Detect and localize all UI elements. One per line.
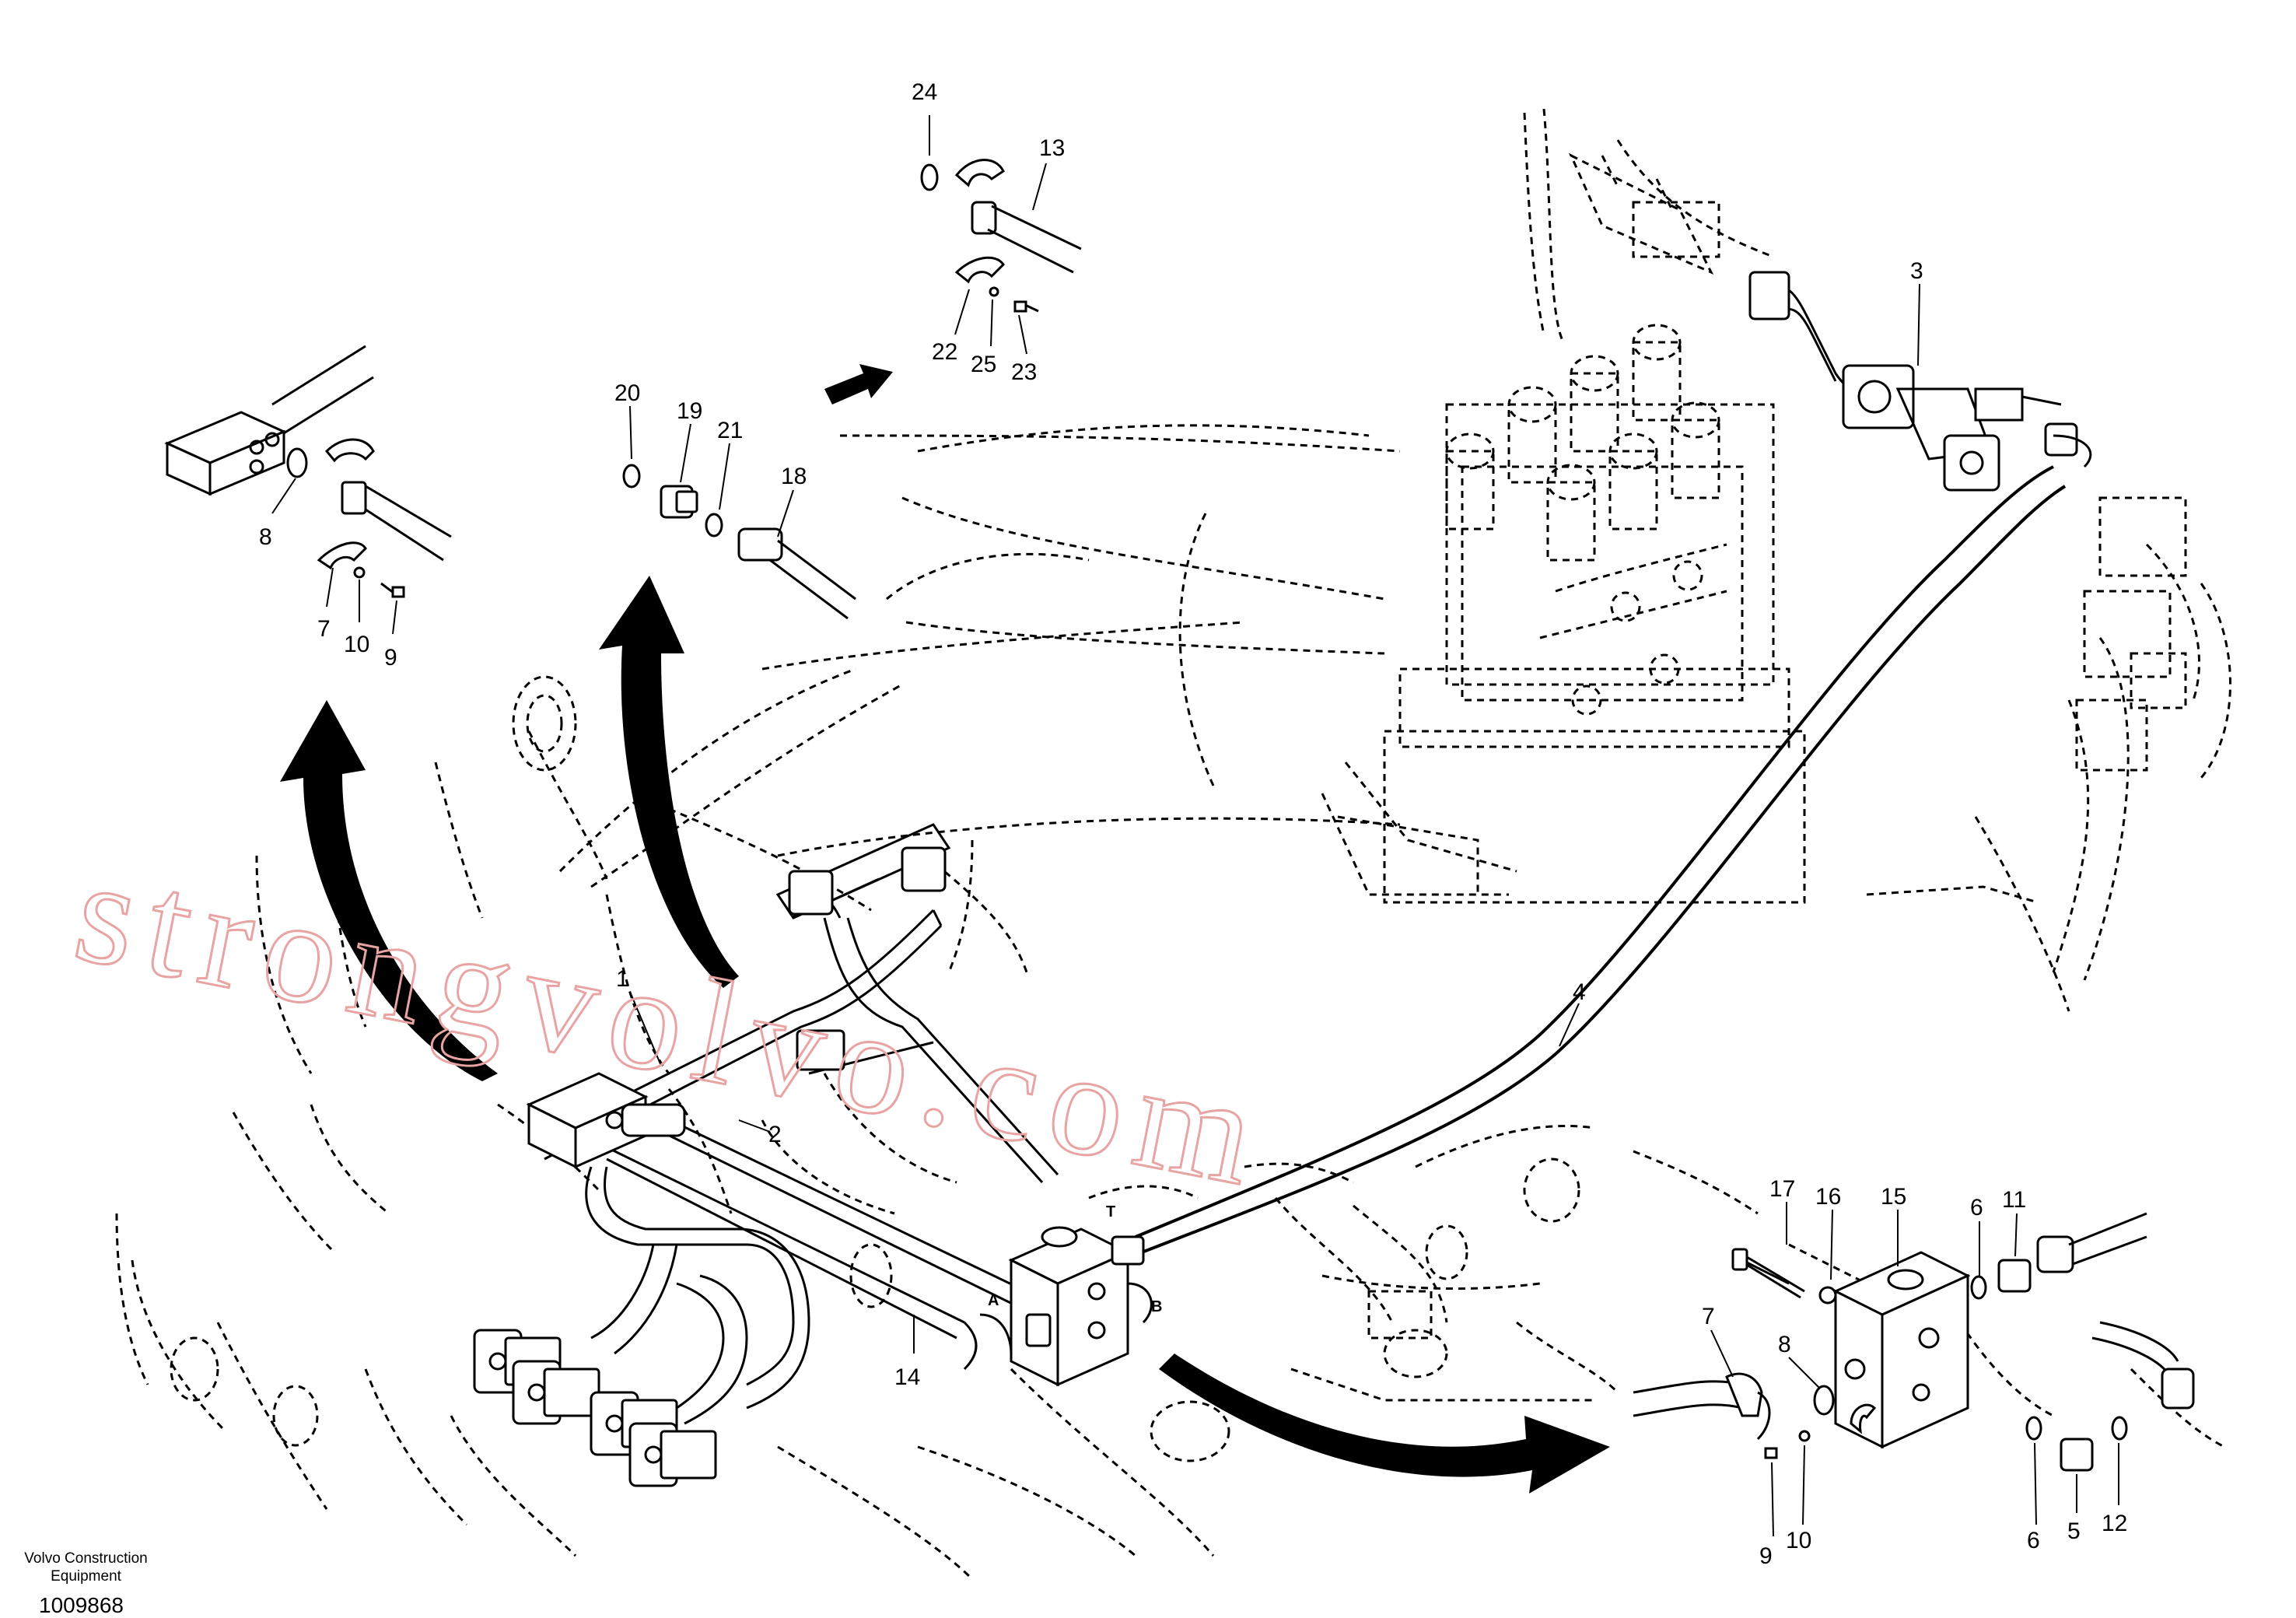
callout-8-left: 8 bbox=[259, 524, 272, 550]
callout-7-bottom: 7 bbox=[1702, 1304, 1715, 1329]
callout-25: 25 bbox=[971, 352, 996, 377]
callout-23: 23 bbox=[1011, 359, 1037, 385]
control-valve-block bbox=[1445, 324, 1744, 716]
hydraulic-lines bbox=[544, 823, 1059, 1371]
callout-1: 1 bbox=[616, 966, 629, 992]
callouts: 24 13 22 25 23 20 19 21 18 8 7 10 9 3 1 … bbox=[259, 79, 2127, 1569]
callout-24: 24 bbox=[912, 79, 937, 105]
callout-13: 13 bbox=[1039, 135, 1065, 161]
callout-9-bottom: 9 bbox=[1759, 1543, 1773, 1569]
detail-middle-fitting bbox=[622, 464, 856, 620]
return-hose-4 bbox=[1131, 465, 2067, 1258]
machine-frame-outline bbox=[115, 108, 2231, 1581]
callout-3: 3 bbox=[1910, 258, 1923, 284]
callout-2: 2 bbox=[768, 1122, 782, 1147]
callout-15: 15 bbox=[1881, 1184, 1906, 1210]
callout-18: 18 bbox=[781, 464, 807, 489]
callout-14: 14 bbox=[894, 1364, 920, 1390]
detail-left-fitting bbox=[164, 345, 452, 598]
callout-10-bottom: 10 bbox=[1786, 1528, 1811, 1553]
callout-4: 4 bbox=[1573, 979, 1586, 1005]
manifold-block bbox=[526, 1072, 686, 1169]
callout-11: 11 bbox=[2002, 1187, 2026, 1213]
callout-10-left: 10 bbox=[344, 632, 369, 657]
port-label-t: T bbox=[1106, 1203, 1115, 1221]
flow-valve-installed bbox=[979, 1226, 1153, 1387]
leader-lines bbox=[271, 115, 2119, 1537]
callout-19: 19 bbox=[677, 398, 702, 424]
callout-6-right: 6 bbox=[1970, 1195, 1983, 1221]
arrow-to-middle-detail bbox=[599, 576, 739, 988]
callout-16: 16 bbox=[1815, 1184, 1841, 1210]
lower-pipe-assembly bbox=[473, 1166, 810, 1487]
callout-17: 17 bbox=[1769, 1176, 1795, 1202]
drawing-number: 1009868 bbox=[39, 1593, 124, 1617]
arrow-to-bottom-detail bbox=[1159, 1354, 1610, 1494]
port-label-b: B bbox=[1151, 1298, 1162, 1315]
callout-7-left: 7 bbox=[317, 616, 331, 642]
arrow-to-top-detail bbox=[824, 364, 893, 404]
callout-8-bottom: 8 bbox=[1778, 1332, 1791, 1357]
callout-5: 5 bbox=[2067, 1518, 2081, 1544]
port-label-a: A bbox=[988, 1292, 999, 1309]
boom-cylinder-pipe bbox=[1568, 152, 2092, 492]
arrow-to-left-detail bbox=[280, 700, 498, 1081]
callout-9-left: 9 bbox=[384, 645, 397, 671]
callout-20: 20 bbox=[614, 380, 640, 406]
callout-6-bottom: 6 bbox=[2027, 1528, 2040, 1553]
callout-21: 21 bbox=[717, 418, 743, 443]
callout-22: 22 bbox=[932, 339, 957, 365]
detail-bottom-valve bbox=[1633, 1212, 2195, 1472]
brand-label: Volvo Construction Equipment bbox=[24, 1550, 148, 1585]
detail-arrows bbox=[280, 364, 1610, 1494]
detail-top-fitting bbox=[920, 159, 1082, 313]
callout-12: 12 bbox=[2102, 1511, 2127, 1536]
